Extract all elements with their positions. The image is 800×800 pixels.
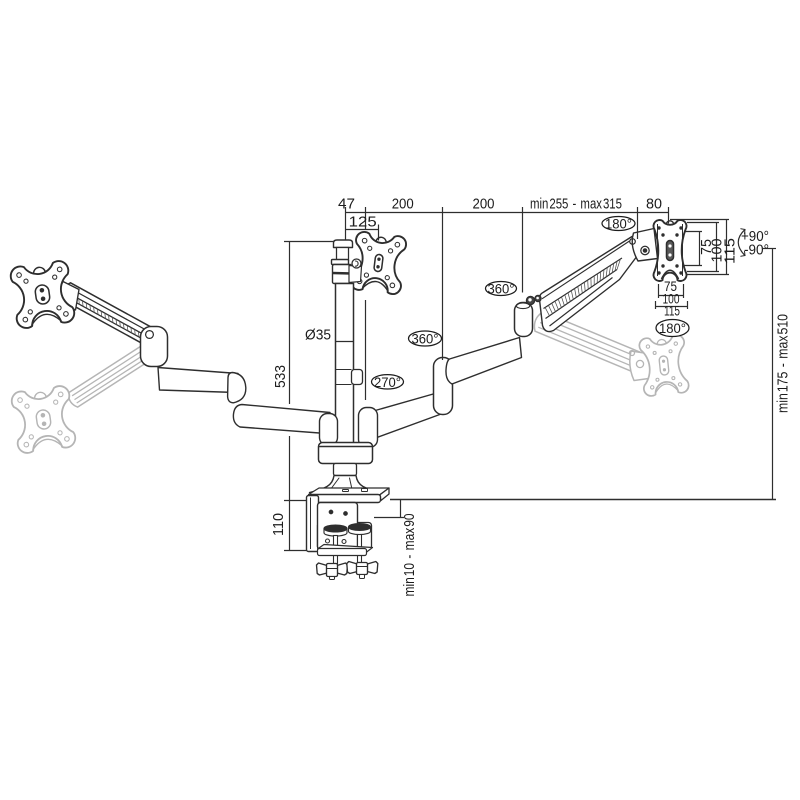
svg-text:270°: 270° — [374, 374, 401, 390]
svg-text:110: 110 — [271, 513, 287, 536]
svg-text:min 175 - max 510: min 175 - max 510 — [776, 314, 792, 413]
svg-text:75: 75 — [699, 239, 715, 255]
svg-text:180°: 180° — [659, 320, 686, 336]
svg-text:125: 125 — [349, 215, 377, 231]
svg-text:100: 100 — [710, 239, 726, 263]
svg-text:115: 115 — [723, 238, 739, 264]
svg-text:80: 80 — [646, 197, 662, 213]
svg-text:533: 533 — [273, 365, 289, 388]
svg-text:75: 75 — [664, 279, 677, 294]
svg-text:180°: 180° — [605, 216, 632, 232]
svg-text:47: 47 — [338, 197, 355, 213]
svg-text:min 10 - max 90: min 10 - max 90 — [402, 514, 418, 597]
svg-text:200: 200 — [473, 197, 495, 213]
svg-text:200: 200 — [392, 197, 414, 213]
svg-text:360°: 360° — [412, 331, 439, 347]
svg-text:+90°: +90° — [741, 229, 769, 245]
svg-text:min 255 - max 315: min 255 - max 315 — [530, 197, 622, 213]
svg-text:100: 100 — [663, 292, 680, 307]
svg-text:360°: 360° — [488, 281, 515, 297]
svg-text:115: 115 — [664, 304, 680, 319]
svg-text:-90°: -90° — [744, 243, 769, 259]
svg-text:Ø35: Ø35 — [305, 328, 331, 344]
